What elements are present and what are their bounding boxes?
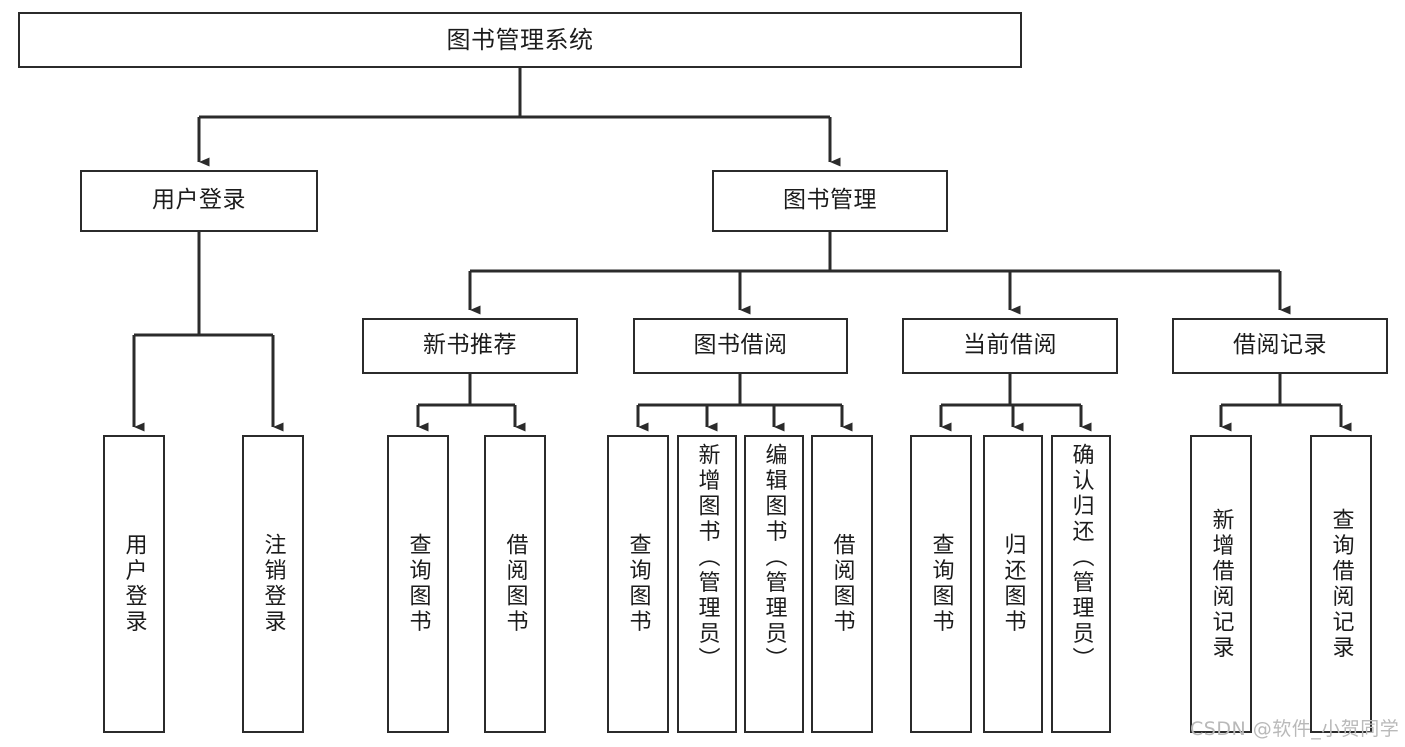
node-leaf-add-book-label: 新增图书（管理员） <box>694 443 720 673</box>
node-leaf-add-record-label: 新增借阅记录 <box>1208 507 1234 661</box>
node-leaf-edit-book[interactable]: 编辑图书（管理员） <box>744 435 804 733</box>
node-borrow-record-label: 借阅记录 <box>1233 332 1327 359</box>
node-leaf-add-record[interactable]: 新增借阅记录 <box>1190 435 1252 733</box>
node-leaf-logout-label: 注销登录 <box>260 533 286 635</box>
node-leaf-user-login-label: 用户登录 <box>121 533 147 635</box>
csdn-watermark: CSDN @软件_小贺同学 <box>1190 718 1400 740</box>
node-leaf-query-book-rec[interactable]: 查询图书 <box>387 435 449 733</box>
node-leaf-add-book[interactable]: 新增图书（管理员） <box>677 435 737 733</box>
node-leaf-borrow-book-rec-label: 借阅图书 <box>502 533 528 635</box>
node-borrow-record[interactable]: 借阅记录 <box>1172 318 1388 374</box>
node-leaf-query-record-label: 查询借阅记录 <box>1328 507 1354 661</box>
node-user-login-label: 用户登录 <box>152 187 246 214</box>
node-leaf-user-login[interactable]: 用户登录 <box>103 435 165 733</box>
node-leaf-query-record[interactable]: 查询借阅记录 <box>1310 435 1372 733</box>
node-leaf-query-book-rec-label: 查询图书 <box>405 533 431 635</box>
node-leaf-return-book[interactable]: 归还图书 <box>983 435 1043 733</box>
node-new-book-rec[interactable]: 新书推荐 <box>362 318 578 374</box>
node-leaf-logout[interactable]: 注销登录 <box>242 435 304 733</box>
node-leaf-query-book-borrow[interactable]: 查询图书 <box>607 435 669 733</box>
node-user-login[interactable]: 用户登录 <box>80 170 318 232</box>
node-leaf-query-book-borrow-label: 查询图书 <box>625 533 651 635</box>
node-book-borrow-label: 图书借阅 <box>693 332 788 359</box>
node-leaf-borrow-book-rec[interactable]: 借阅图书 <box>484 435 546 733</box>
node-leaf-borrow-book-label: 借阅图书 <box>829 533 855 635</box>
node-current-borrow-label: 当前借阅 <box>963 332 1057 359</box>
node-book-borrow[interactable]: 图书借阅 <box>633 318 848 374</box>
node-leaf-query-book-current-label: 查询图书 <box>928 533 954 635</box>
node-book-manage-label: 图书管理 <box>783 187 877 214</box>
node-leaf-confirm-return-label: 确认归还（管理员） <box>1068 443 1094 673</box>
node-leaf-confirm-return[interactable]: 确认归还（管理员） <box>1051 435 1111 733</box>
node-new-book-rec-label: 新书推荐 <box>423 332 517 359</box>
node-root[interactable]: 图书管理系统 <box>18 12 1022 68</box>
node-leaf-borrow-book[interactable]: 借阅图书 <box>811 435 873 733</box>
node-leaf-edit-book-label: 编辑图书（管理员） <box>761 443 787 673</box>
node-root-label: 图书管理系统 <box>446 25 594 54</box>
node-book-manage[interactable]: 图书管理 <box>712 170 948 232</box>
node-current-borrow[interactable]: 当前借阅 <box>902 318 1118 374</box>
node-leaf-query-book-current[interactable]: 查询图书 <box>910 435 972 733</box>
node-leaf-return-book-label: 归还图书 <box>1000 533 1026 635</box>
